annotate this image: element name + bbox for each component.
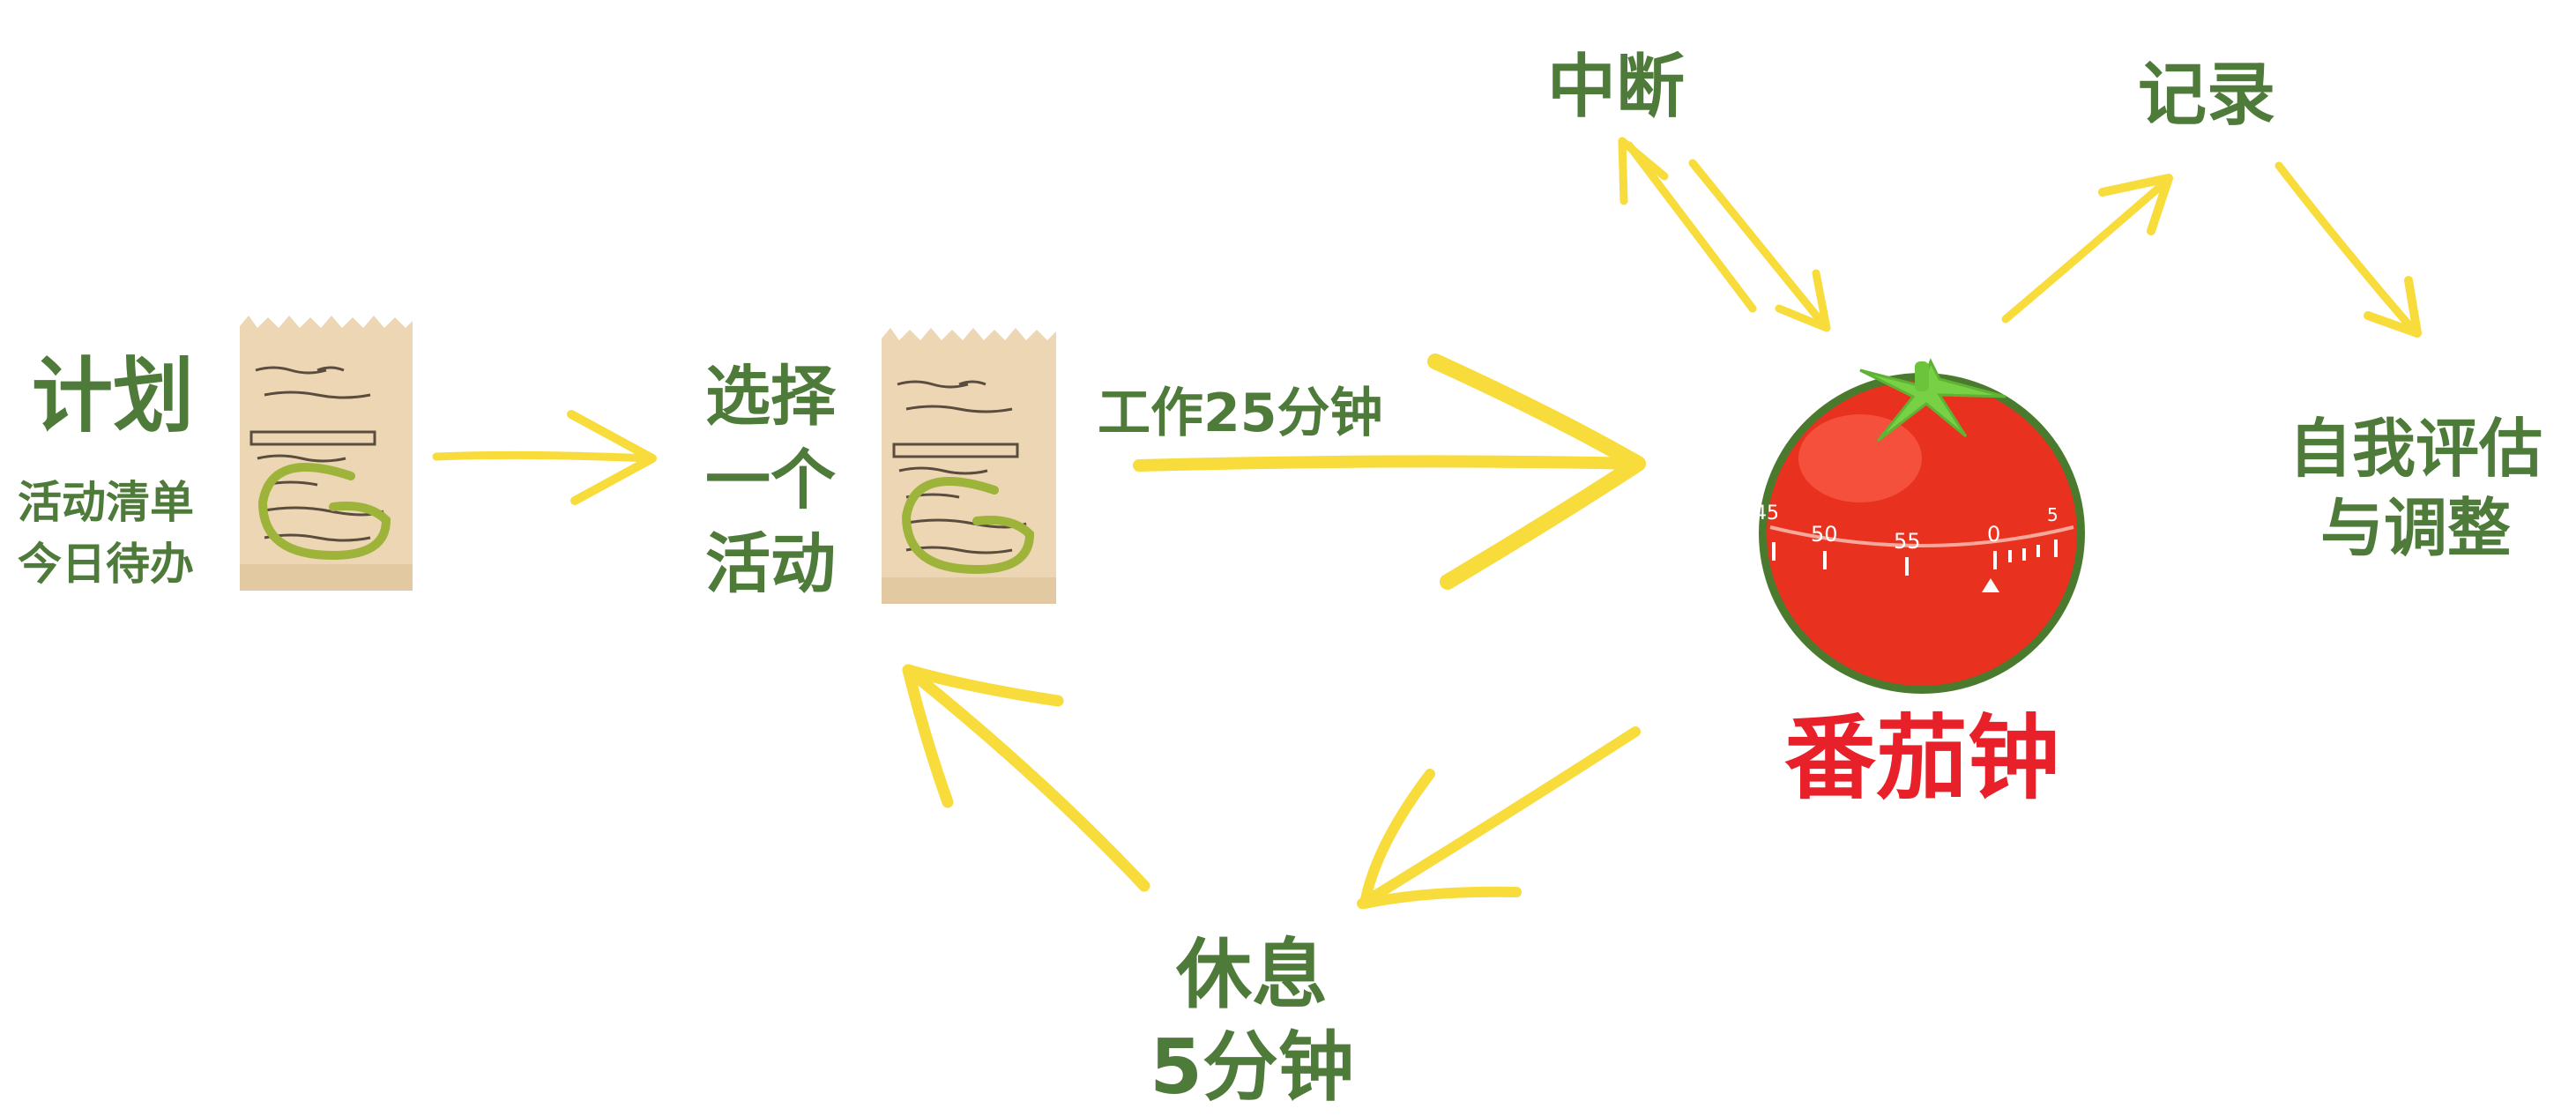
tomato-timer-icon	[1759, 358, 2085, 694]
evaluate-line-2: 与调整	[2319, 491, 2511, 565]
timer-title: 番茄钟	[1783, 704, 2059, 812]
timer-tick-label: 45	[1754, 502, 1779, 525]
interrupt-label: 中断	[1547, 48, 1686, 127]
timer-tick-label: 5	[2047, 504, 2059, 525]
arrow-record-to-evaluate	[2274, 161, 2422, 338]
rest-line-2: 5分钟	[1150, 1023, 1354, 1112]
plan-title: 计划	[32, 349, 195, 443]
record-label: 记录	[2138, 56, 2276, 135]
timer-tick-label: 55	[1894, 529, 1921, 554]
select-line-3: 活动	[705, 526, 836, 602]
plan-sub-todo-today: 今日待办	[18, 539, 194, 590]
work-label: 工作25分钟	[1098, 383, 1383, 444]
arrow-rest-to-select	[902, 664, 1150, 892]
rest-line-1: 休息	[1176, 931, 1328, 1019]
plan-sub-activity-list: 活动清单	[18, 477, 194, 528]
arrow-work-to-timer	[1133, 353, 1646, 590]
evaluate-line-1: 自我评估	[2288, 412, 2542, 486]
timer-tick-label: 50	[1811, 522, 1838, 547]
arrow-timer-to-record	[2001, 174, 2173, 324]
arrow-plan-to-select	[432, 410, 657, 505]
timer-tick-label: 0	[1987, 522, 2001, 547]
select-line-2: 一个	[705, 443, 836, 518]
notepad-icon	[240, 316, 413, 591]
arrow-timer-to-rest	[1357, 726, 1641, 909]
arrow-interrupt	[1618, 137, 1831, 332]
notepad-icon	[882, 328, 1056, 604]
select-line-1: 选择	[705, 359, 836, 435]
